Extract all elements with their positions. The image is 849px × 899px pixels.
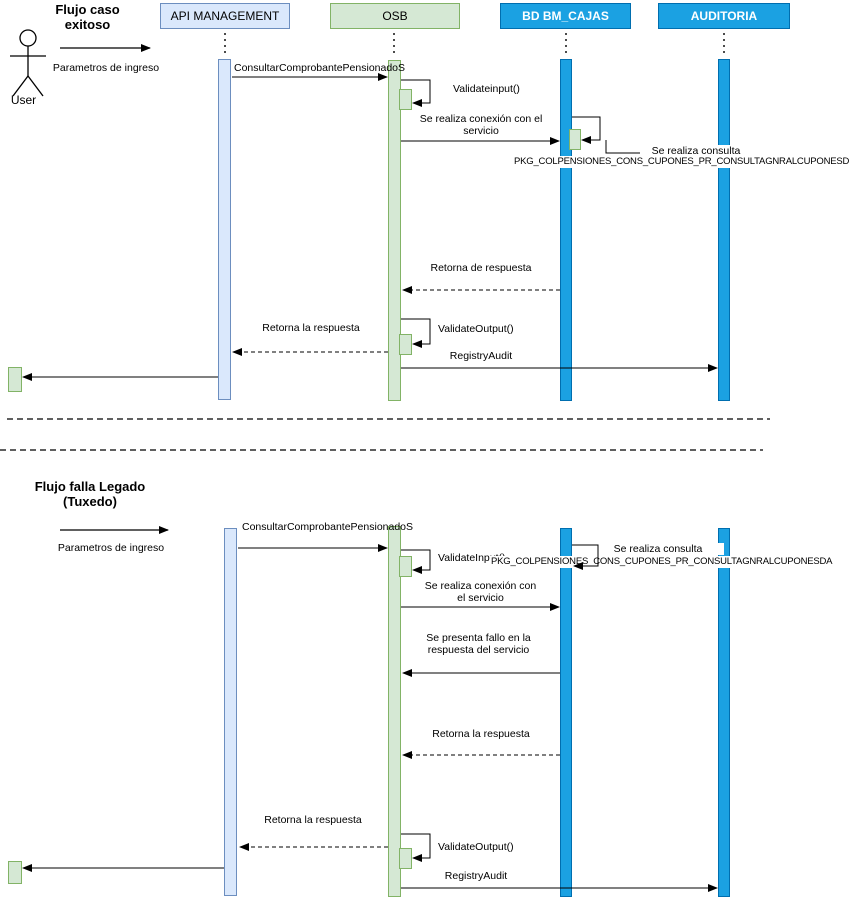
flow2-msg-fallo: Se presenta fallo en la respuesta del se… [410,632,547,656]
actor-label-bd-bm-cajas: BD BM_CAJAS [522,9,609,23]
flow2-title-line1: Flujo falla Legado [34,479,146,494]
flow2-msg-consulta-caption: Se realiza consulta [592,543,724,555]
user-return-box-flow2 [8,861,22,884]
flow2-msg-registryaudit: RegistryAudit [430,870,522,882]
flow2-params-label: Parametros de ingreso [57,542,165,554]
flow1-msg-conexion-line1: Se realiza conexión con el [419,113,543,125]
flow1-msg-retorna-la: Retorna la respuesta [250,322,372,334]
flow1-title-line1: Flujo caso [55,2,120,17]
subactivation-validateoutput-flow1 [399,334,412,355]
flow2-msg-validateinput: ValidateInput() [437,552,507,564]
flow2-msg-conexion: Se realiza conexión con el servicio [412,580,549,604]
lifeline-bd-flow1 [560,59,572,401]
flow2-msg-conexion-line2: el servicio [457,592,504,604]
flow1-title-line2: exitoso [64,17,111,32]
activation-osb-flow1 [388,60,401,401]
lifeline-auditoria-flow2 [718,528,730,897]
flow2-msg-conexion-line1: Se realiza conexión con [424,580,537,592]
flow1-msg-registryaudit: RegistryAudit [435,350,527,362]
subactivation-bd-consulta-flow1 [569,129,581,150]
flow2-msg-retorna-1: Retorna la respuesta [420,728,542,740]
actor-label-osb: OSB [382,9,408,23]
flow2-msg-validateoutput: ValidateOutput() [437,841,515,853]
user-return-box-flow1 [8,367,22,392]
flow1-msg-conexion: Se realiza conexión con el servicio [410,113,552,137]
subactivation-validateoutput-flow2 [399,848,412,869]
flow1-msg-consulta-pkg: PKG_COLPENSIONES_CONS_CUPONES_PR_CONSULT… [513,156,849,168]
flow2-message-arrows [22,544,718,892]
actor-box-api-management: API MANAGEMENT [160,3,290,29]
flow1-msg-consultar: ConsultarComprobantePensionadoS [234,62,406,74]
flow2-title-line2: (Tuxedo) [63,494,117,509]
user-actor-icon [10,29,46,97]
actor-label-auditoria: AUDITORIA [690,9,758,23]
flow1-msg-consulta-caption: Se realiza consulta [630,145,762,157]
activation-api-flow2 [224,528,237,896]
lifeline-auditoria-flow1 [718,59,730,401]
flow2-title: Flujo falla Legado (Tuxedo) [25,479,155,509]
flow1-msg-conexion-line2: servicio [463,125,499,137]
flow2-msg-consulta-pkg: PKG_COLPENSIONES_CONS_CUPONES_PR_CONSULT… [490,556,834,568]
flow2-msg-fallo-line1: Se presenta fallo en la [426,632,531,644]
flow1-msg-validateoutput: ValidateOutput() [437,323,515,335]
lifeline-dotted-stubs [224,33,725,57]
activation-osb-flow2 [388,526,401,897]
subactivation-validateinput-flow2 [399,556,412,577]
actor-box-auditoria: AUDITORIA [658,3,790,29]
flow1-msg-validateinput: Validateinput() [452,83,521,95]
flow2-msg-retorna-2: Retorna la respuesta [252,814,374,826]
lifeline-bd-flow2 [560,528,572,897]
user-label: User [10,93,37,107]
actor-box-osb: OSB [330,3,460,29]
actor-label-api-management: API MANAGEMENT [170,9,280,23]
flow2-msg-consultar: ConsultarComprobantePensionadoS [242,521,414,533]
activation-api-flow1 [218,59,231,400]
flow1-title: Flujo caso exitoso [30,2,145,32]
flow-separator-lines [0,418,770,451]
flow1-params-label: Parametros de ingreso [52,62,160,74]
actor-box-bd-bm-cajas: BD BM_CAJAS [500,3,631,29]
subactivation-validateinput-flow1 [399,89,412,110]
flow1-msg-retorna-de: Retorna de respuesta [420,262,542,274]
flow2-msg-fallo-line2: respuesta del servicio [427,644,530,656]
